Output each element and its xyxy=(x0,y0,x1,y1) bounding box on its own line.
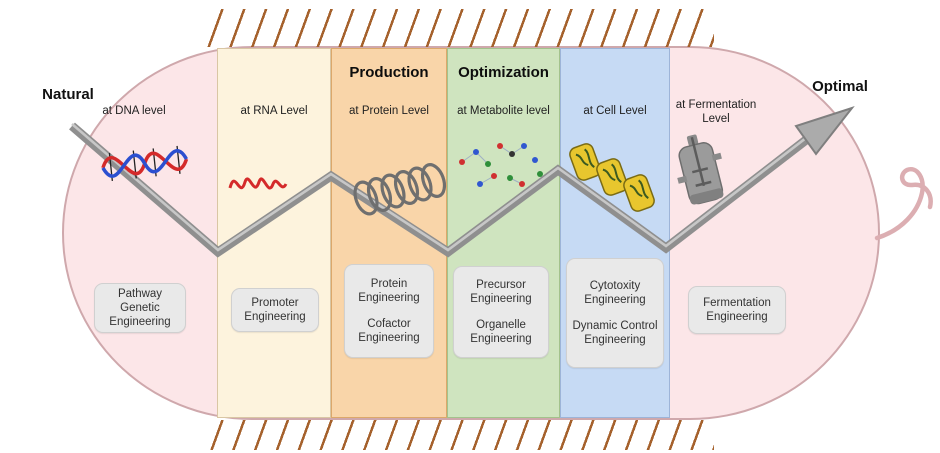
optimal-label: Optimal xyxy=(812,78,868,95)
box-label: Pathway Genetic Engineering xyxy=(109,287,171,329)
box-label: Promoter Engineering xyxy=(244,296,306,323)
level-label-metabolite: at Metabolite level xyxy=(457,105,550,117)
level-label-dna: at DNA level xyxy=(102,105,166,117)
membrane-hatch-top xyxy=(202,9,714,47)
engineering-box-fermentation: Fermentation Engineering xyxy=(688,286,786,334)
box-label: Organelle Engineering xyxy=(470,319,532,346)
level-label-protein: at Protein Level xyxy=(349,105,429,117)
production-header: Production xyxy=(349,64,429,81)
level-label-cell: at Cell Level xyxy=(583,105,647,117)
engineering-box-cell: Cytotoxity Engineering Dynamic Control E… xyxy=(566,258,664,368)
box-label: Dynamic Control Engineering xyxy=(572,320,658,347)
level-label-rna: at RNA Level xyxy=(240,105,308,117)
level-label-fermentation: at Fermentation Level xyxy=(675,99,757,126)
box-label: Cofactor Engineering xyxy=(358,318,420,345)
box-label: Protein Engineering xyxy=(358,277,420,304)
flagellum-tail xyxy=(874,167,933,241)
engineering-box-rna: Promoter Engineering xyxy=(231,288,319,332)
engineering-box-metabolite: Precursor Engineering Organelle Engineer… xyxy=(453,266,549,358)
membrane-hatch-bottom xyxy=(202,420,714,450)
natural-label: Natural xyxy=(42,86,94,103)
box-label: Precursor Engineering xyxy=(470,278,532,305)
optimization-header: Optimization xyxy=(458,64,549,81)
engineering-box-dna: Pathway Genetic Engineering xyxy=(94,283,186,333)
box-label: Cytotoxity Engineering xyxy=(584,279,646,306)
box-label: Fermentation Engineering xyxy=(703,296,771,323)
engineering-box-protein: Protein Engineering Cofactor Engineering xyxy=(344,264,434,358)
